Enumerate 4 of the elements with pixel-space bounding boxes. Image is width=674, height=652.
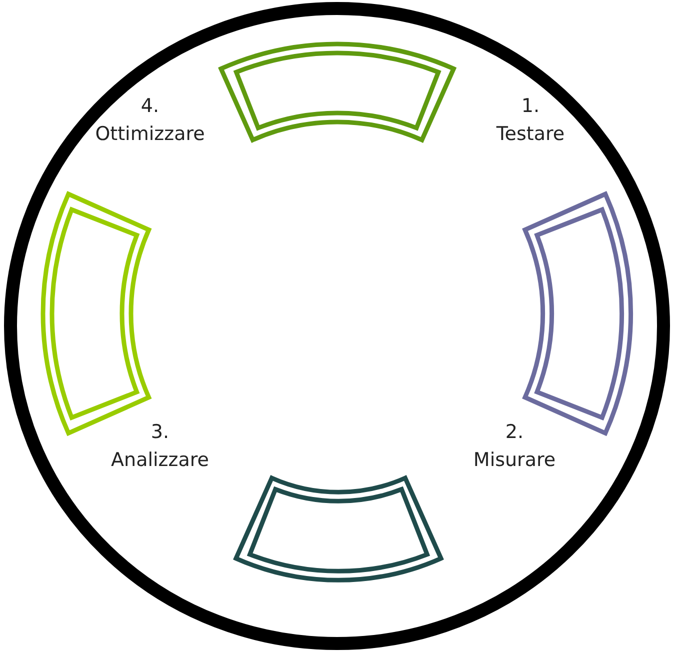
step-label: 3. Analizzare — [110, 420, 210, 473]
step-label: 1. Testare — [495, 94, 566, 147]
step-label: 4. Ottimizzare — [94, 94, 206, 147]
step-label: 2. Misurare — [472, 420, 557, 473]
